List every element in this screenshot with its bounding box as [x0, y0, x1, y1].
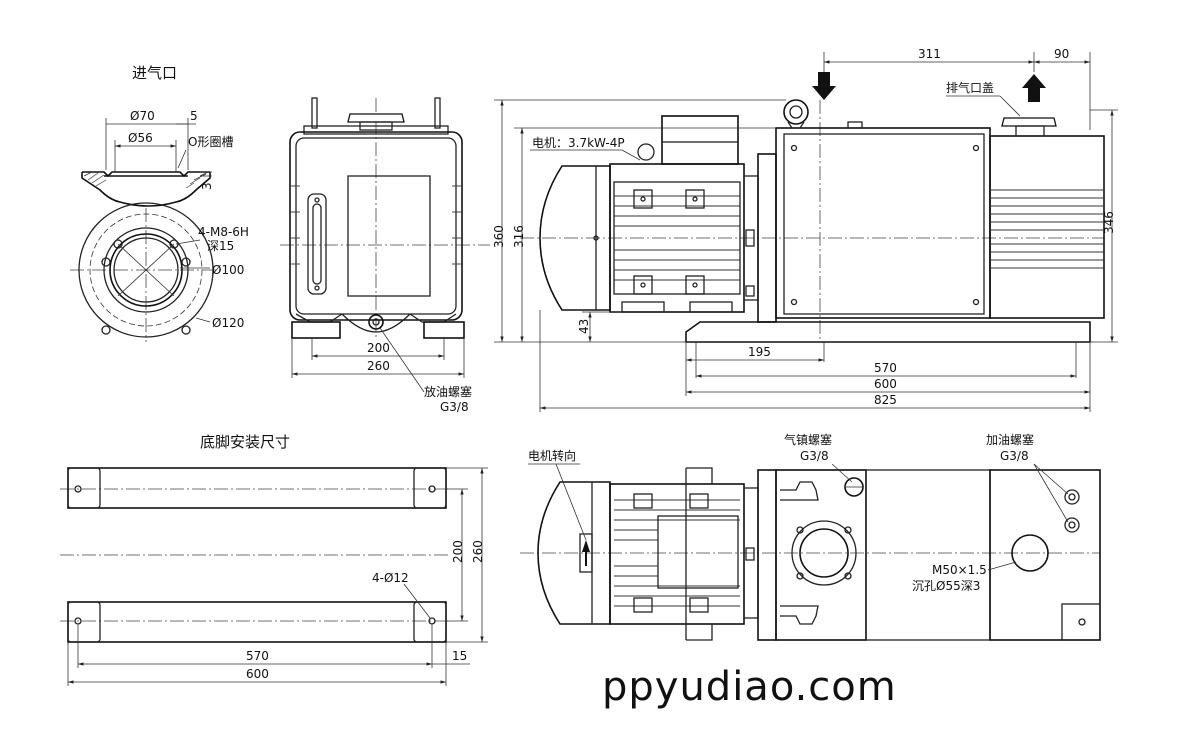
foot-title: 底脚安装尺寸	[200, 433, 290, 451]
label-foot-holes: 4-Ø12	[372, 571, 409, 585]
foot-mount-view: 4-Ø12 200 260 570 600 15	[60, 467, 488, 686]
dim-825: 825	[874, 393, 897, 407]
dim-d56: Ø56	[128, 131, 153, 145]
dim-316: 316	[512, 225, 526, 248]
dim-90: 90	[1054, 47, 1069, 61]
dim-d100: Ø100	[212, 263, 244, 277]
dim-3: 3	[200, 182, 214, 190]
label-gas-ballast: 气镇螺塞	[784, 432, 832, 447]
label-drain-plug-size: G3/8	[440, 400, 469, 414]
dim-foot-600: 600	[246, 667, 269, 681]
inlet-arrow-icon	[812, 72, 836, 100]
label-motor: 电机：3.7kW-4P	[532, 136, 625, 150]
dim-570-side: 570	[874, 361, 897, 375]
pump-side-view: 电机：3.7kW-4P 排气口盖 311 90 360 316 43 346	[492, 47, 1118, 412]
exhaust-arrow-icon	[1022, 74, 1046, 102]
pump-top-view: 电机转向 气镇螺塞 G3/8 加油螺塞 G3/8 M50×1.5 沉孔Ø55深3	[520, 432, 1101, 641]
label-motor-rotation: 电机转向	[528, 448, 576, 463]
dim-foot-260: 260	[471, 540, 485, 563]
dim-5: 5	[190, 109, 198, 123]
dim-346: 346	[1102, 211, 1116, 234]
label-m8-holes: 4-M8-6H	[198, 225, 249, 239]
dim-d120: Ø120	[212, 316, 244, 330]
dim-195: 195	[748, 345, 771, 359]
inlet-section-view: Ø70 5 Ø56 O形圈槽 3	[81, 109, 233, 207]
inlet-flange-front-view: 4-M8-6H 深15 Ø100 Ø120	[70, 202, 249, 342]
label-oil-fill-size: G3/8	[1000, 449, 1029, 463]
label-drain-plug: 放油螺塞	[424, 384, 472, 399]
dim-360: 360	[492, 225, 506, 248]
dim-foot-15: 15	[452, 649, 467, 663]
dim-d70: Ø70	[130, 109, 155, 123]
dim-foot-570: 570	[246, 649, 269, 663]
pump-end-view: 200 260 放油螺塞 G3/8	[280, 97, 490, 414]
dim-end-200: 200	[367, 341, 390, 355]
dim-foot-200: 200	[451, 540, 465, 563]
label-oil-fill: 加油螺塞	[986, 432, 1034, 447]
label-oring-groove: O形圈槽	[188, 135, 233, 149]
dim-43: 43	[577, 319, 591, 334]
label-counterbore: 沉孔Ø55深3	[912, 579, 980, 593]
label-exhaust-cap: 排气口盖	[946, 80, 994, 95]
label-thread: M50×1.5	[932, 563, 987, 577]
label-depth15: 深15	[207, 239, 234, 253]
dim-311: 311	[918, 47, 941, 61]
rotation-arrow-icon	[582, 540, 590, 566]
dim-end-260: 260	[367, 359, 390, 373]
label-gas-ballast-size: G3/8	[800, 449, 829, 463]
dim-600-side: 600	[874, 377, 897, 391]
inlet-title: 进气口	[132, 64, 177, 82]
watermark: ppyudiao.com	[602, 664, 897, 710]
